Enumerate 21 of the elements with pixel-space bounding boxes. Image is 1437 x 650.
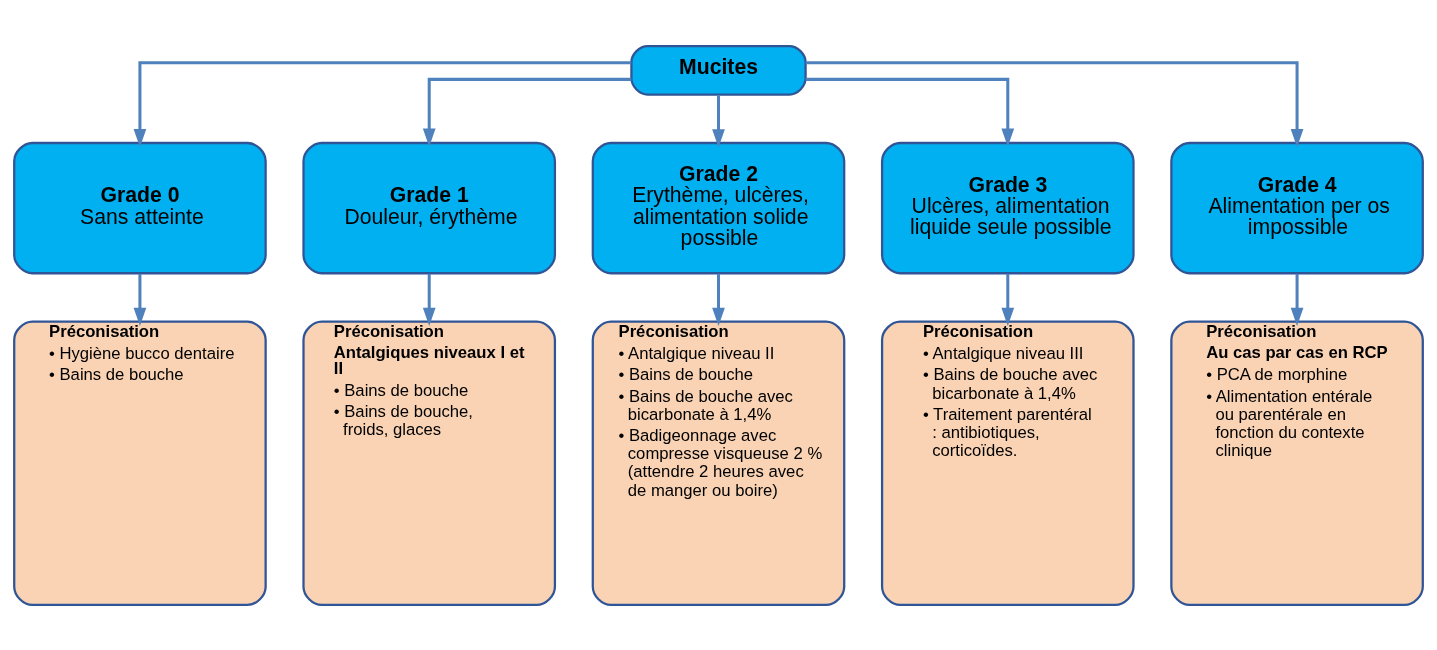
arrow bbox=[1290, 273, 1304, 326]
node-box: Grade 1 Douleur, érythème bbox=[302, 141, 557, 274]
arrow bbox=[805, 77, 1015, 147]
arrow bbox=[712, 94, 725, 147]
arrow bbox=[133, 60, 632, 147]
node-box: Préconisation • Hygiène bucco dentaire • Bains de bouche bbox=[13, 320, 267, 606]
arrow bbox=[133, 273, 147, 326]
arrow bbox=[1001, 273, 1015, 326]
arrow bbox=[422, 273, 436, 326]
node-box: Grade 3 Ulcères, alimentation liquide seule possible bbox=[880, 141, 1135, 274]
node-box: Préconisation • Antalgique niveau II • Bains de bouche • Bains de bouche avec bicarbonate à 1,4% • Badigeonnage avec compresse visqueuse 2 % (attendre 2 heures avec de manger ou boire) bbox=[591, 320, 846, 606]
arrow bbox=[712, 273, 725, 326]
node-box: Grade 4 Alimentation per os impossible bbox=[1170, 141, 1424, 274]
node-box: Mucites bbox=[630, 44, 807, 96]
arrow bbox=[422, 77, 632, 147]
node-box: Grade 2 Erythème, ulcères, alimentation solide possible bbox=[591, 141, 846, 274]
node-box: Préconisation • Antalgique niveau III • Bains de bouche avec bicarbonate à 1,4% • Traitement parentéral : antibiotiques, corticoïdes. bbox=[880, 320, 1135, 606]
node-box: Préconisation Au cas par cas en RCP • PCA de morphine • Alimentation entérale ou parentérale en fonction du contexte clinique bbox=[1170, 320, 1424, 606]
node-box: Préconisation Antalgiques niveaux I et II • Bains de bouche • Bains de bouche, froids, glaces bbox=[302, 320, 557, 606]
node-box: Grade 0 Sans atteinte bbox=[13, 141, 267, 274]
arrow bbox=[805, 60, 1304, 147]
